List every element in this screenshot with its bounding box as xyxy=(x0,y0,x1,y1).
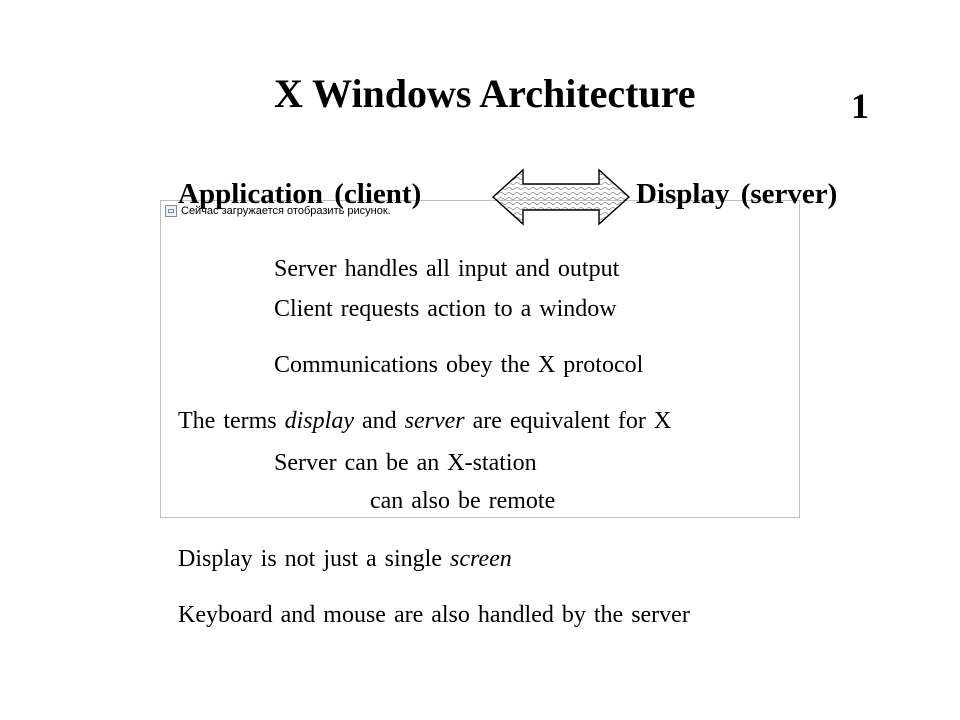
text-remote: can also be remote xyxy=(370,488,556,514)
slide-title: X Windows Architecture xyxy=(274,71,696,116)
terms-and: and xyxy=(353,408,405,434)
text-client-requests: Client requests action to a window xyxy=(274,296,617,322)
broken-image-icon xyxy=(165,205,177,217)
terms-server: server xyxy=(404,408,465,434)
double-headed-arrow-icon xyxy=(491,168,631,226)
server-label: Display (server) xyxy=(636,178,838,210)
image-placeholder: Сейчас загружается отобразить рисунок. xyxy=(160,200,800,518)
terms-display: display xyxy=(284,408,354,434)
text-xstation: Server can be an X-station xyxy=(274,450,537,476)
screen-word: screen xyxy=(450,546,512,572)
terms-suffix: are equivalent for X xyxy=(464,408,672,434)
screen-prefix: Display is not just a single xyxy=(178,546,450,572)
image-placeholder-text: Сейчас загружается отобразить рисунок. xyxy=(181,205,391,217)
slide-number: 1 xyxy=(851,86,869,126)
text-protocol: Communications obey the X protocol xyxy=(274,352,644,378)
text-keyboard: Keyboard and mouse are also handled by t… xyxy=(178,602,690,628)
text-server-io: Server handles all input and output xyxy=(274,256,620,282)
terms-prefix: The terms xyxy=(178,408,285,434)
client-label: Application (client) xyxy=(178,178,422,210)
text-screen: Display is not just a single screen xyxy=(178,547,512,571)
text-terms: The terms display and server are equival… xyxy=(178,409,671,433)
